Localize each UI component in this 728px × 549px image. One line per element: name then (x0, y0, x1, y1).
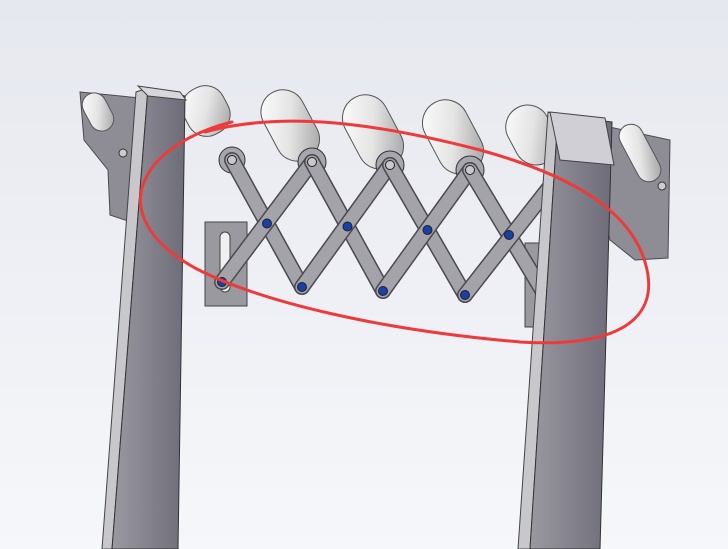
bolt-icon (118, 148, 128, 158)
roller (81, 92, 115, 132)
roller (181, 85, 231, 137)
pivot-pin (378, 286, 388, 296)
pivot-pin (297, 282, 307, 292)
pivot-pin (385, 160, 395, 170)
pivot-pin (262, 218, 272, 229)
roller (618, 123, 662, 183)
pivot-pin (504, 230, 514, 240)
left-post (101, 85, 188, 549)
pivot-pin (460, 290, 470, 300)
right-post (517, 111, 615, 549)
pivot-pin (422, 225, 433, 235)
pivot-pin (342, 221, 353, 232)
pivot-pin (465, 165, 475, 175)
annotation-circle (139, 119, 651, 345)
pivot-pin (227, 155, 237, 165)
pivot-pin (307, 157, 317, 167)
bolt-icon (657, 181, 667, 191)
